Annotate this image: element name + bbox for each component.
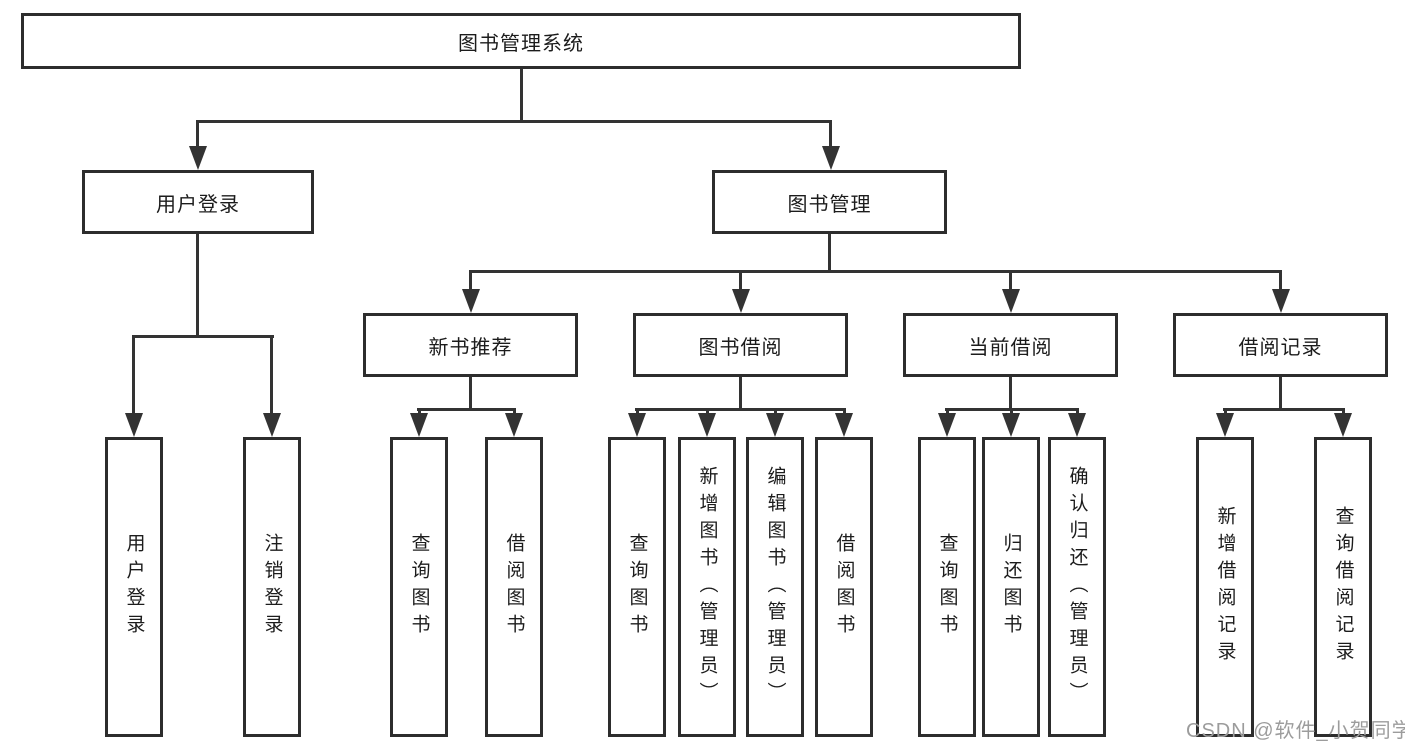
connector-user-login-branch [132, 335, 274, 338]
leaf-edit-books-admin: 编辑图书（管理员） [746, 437, 804, 737]
connector-stub [1010, 408, 1013, 414]
arrowhead-down [1002, 413, 1020, 437]
connector-stub [706, 408, 709, 414]
connector-user-login-drop [196, 233, 199, 335]
leaf-query-books-3: 查询图书 [918, 437, 976, 737]
arrowhead-down [766, 413, 784, 437]
leaf-borrow-books-2-label: 借阅图书 [833, 533, 855, 641]
arrowhead-down-current [1002, 289, 1020, 313]
leaf-logout-label: 注销登录 [261, 533, 283, 641]
connector-level3-branch [469, 270, 1281, 273]
arrowhead-down-leaf-login [125, 413, 143, 437]
node-current-borrow: 当前借阅 [903, 313, 1118, 377]
leaf-borrow-books-1: 借阅图书 [485, 437, 543, 737]
node-new-book-recommend: 新书推荐 [363, 313, 578, 377]
leaf-add-books-admin: 新增图书（管理员） [678, 437, 736, 737]
node-user-login: 用户登录 [82, 170, 314, 234]
arrowhead-down-leaf-logout [263, 413, 281, 437]
connector-stub [418, 408, 421, 414]
arrowhead-down [628, 413, 646, 437]
connector-stub-new-book [469, 270, 472, 290]
node-root: 图书管理系统 [21, 13, 1021, 69]
connector-stub-user-login [196, 120, 199, 147]
leaf-query-borrow-record-label: 查询借阅记录 [1332, 506, 1354, 668]
connector-stub [636, 408, 639, 414]
connector-level2-branch [196, 120, 832, 123]
connector-stub [513, 408, 516, 414]
leaf-return-books-label: 归还图书 [1000, 533, 1022, 641]
connector-stub [774, 408, 777, 414]
arrowhead-down [410, 413, 428, 437]
leaf-add-borrow-record-label: 新增借阅记录 [1214, 506, 1236, 668]
node-current-borrow-label: 当前借阅 [968, 336, 1053, 359]
arrowhead-down-records [1272, 289, 1290, 313]
connector-records-branch [1223, 408, 1345, 411]
arrowhead-down-book-mgmt [822, 146, 840, 170]
leaf-query-books-2: 查询图书 [608, 437, 666, 737]
arrowhead-down [698, 413, 716, 437]
arrowhead-down-new-book [462, 289, 480, 313]
arrowhead-down-user-login [189, 146, 207, 170]
leaf-query-books-1-label: 查询图书 [408, 533, 430, 641]
leaf-return-books: 归还图书 [982, 437, 1040, 737]
connector-root-drop [520, 69, 523, 120]
leaf-query-borrow-record: 查询借阅记录 [1314, 437, 1372, 737]
node-borrow-records: 借阅记录 [1173, 313, 1388, 377]
connector-stub-current [1009, 270, 1012, 290]
node-borrow-records-label: 借阅记录 [1238, 336, 1323, 359]
node-root-label: 图书管理系统 [458, 32, 584, 55]
node-book-management: 图书管理 [712, 170, 947, 234]
connector-new-book-branch [417, 408, 516, 411]
node-new-book-recommend-label: 新书推荐 [428, 336, 513, 359]
node-user-login-label: 用户登录 [156, 193, 240, 216]
connector-stub-leaf-login [132, 335, 135, 413]
arrowhead-down [1216, 413, 1234, 437]
connector-stub-leaf-logout [270, 335, 273, 413]
connector-book-mgmt-drop [828, 233, 831, 270]
watermark: CSDN @软件_小贺同学 [1186, 720, 1405, 742]
leaf-confirm-return-admin: 确认归还（管理员） [1048, 437, 1106, 737]
connector-stub [1076, 408, 1079, 414]
leaf-query-books-3-label: 查询图书 [936, 533, 958, 641]
leaf-user-login: 用户登录 [105, 437, 163, 737]
connector-new-book-drop [469, 377, 472, 408]
connector-stub-borrow [739, 270, 742, 290]
connector-borrow-drop [739, 377, 742, 408]
connector-borrow-branch [635, 408, 846, 411]
connector-stub-records [1279, 270, 1282, 290]
connector-stub-book-mgmt [829, 120, 832, 147]
connector-stub [946, 408, 949, 414]
leaf-logout: 注销登录 [243, 437, 301, 737]
connector-records-drop [1279, 377, 1282, 408]
connector-stub [1342, 408, 1345, 414]
leaf-add-borrow-record: 新增借阅记录 [1196, 437, 1254, 737]
leaf-user-login-label: 用户登录 [123, 533, 145, 641]
arrowhead-down [835, 413, 853, 437]
arrowhead-down [938, 413, 956, 437]
connector-stub [843, 408, 846, 414]
leaf-borrow-books-1-label: 借阅图书 [503, 533, 525, 641]
node-book-management-label: 图书管理 [787, 193, 872, 216]
connector-stub [1224, 408, 1227, 414]
leaf-edit-books-admin-label: 编辑图书（管理员） [764, 465, 786, 709]
node-book-borrow: 图书借阅 [633, 313, 848, 377]
node-book-borrow-label: 图书借阅 [698, 336, 783, 359]
arrowhead-down [1334, 413, 1352, 437]
leaf-borrow-books-2: 借阅图书 [815, 437, 873, 737]
leaf-confirm-return-admin-label: 确认归还（管理员） [1066, 465, 1088, 709]
leaf-query-books-2-label: 查询图书 [626, 533, 648, 641]
connector-current-drop [1009, 377, 1012, 408]
arrowhead-down [1068, 413, 1086, 437]
arrowhead-down [505, 413, 523, 437]
leaf-query-books-1: 查询图书 [390, 437, 448, 737]
leaf-add-books-admin-label: 新增图书（管理员） [696, 465, 718, 709]
arrowhead-down-borrow [732, 289, 750, 313]
